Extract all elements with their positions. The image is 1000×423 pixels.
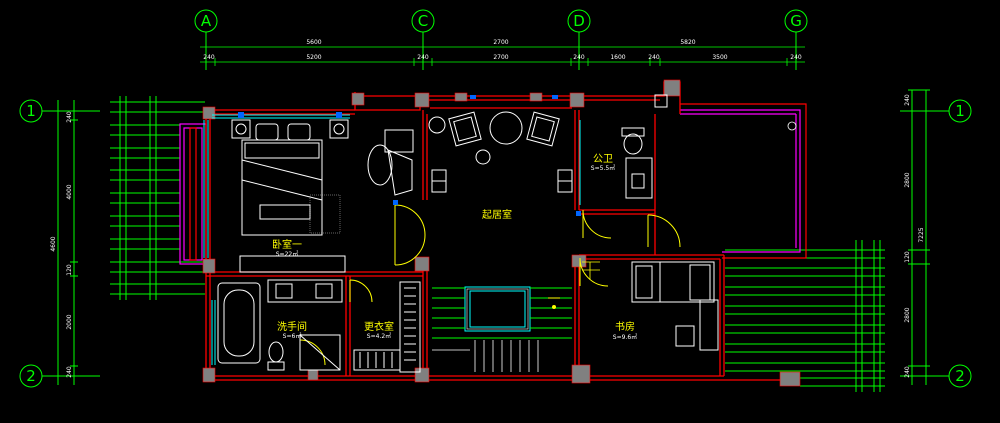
bedroom-rug-hatch [309,194,341,234]
dim-left-1: 240 [66,111,73,123]
dim-left-4: 120 [66,264,73,276]
staircase [432,287,572,339]
tv-cabinet [239,255,346,273]
bath-sink [625,157,653,199]
axis-label-1-left: 1 [26,102,36,120]
dim-top-inner-3: 240 [417,54,429,61]
dimension-lines-top [200,43,805,66]
dim-left-3: 4600 [50,236,57,251]
study-desk [675,299,719,351]
desk-chair-bedroom [367,129,414,196]
room-label-bath: 公卫 [593,154,613,165]
room-label-living: 起居室 [482,208,512,221]
pergola-left [110,96,205,300]
dim-right-3: 7225 [918,227,925,242]
dim-right-4: 120 [904,251,911,263]
room-label-washroom: 洗手间 [277,320,307,333]
room-area-study: S=9.6㎡ [613,333,637,341]
closet-wardrobe [353,281,421,373]
room-area-closet: S=4.2㎡ [367,332,391,340]
stair-arrow-dot [552,305,556,309]
room-label-study: 书房 [615,320,635,333]
structural-columns [202,79,801,387]
living-armchairs [428,111,560,165]
dim-left-5: 2000 [66,314,73,329]
dim-top-inner-2: 5200 [306,54,321,61]
dim-top-outer-2: 2700 [493,39,508,46]
bathtub [217,282,261,364]
stair-treads [432,340,539,372]
dim-right-5: 2800 [904,307,911,322]
dim-top-outer-3: 5820 [680,39,695,46]
room-label-closet: 更衣室 [364,320,394,333]
dim-right-1: 240 [904,94,911,106]
dim-top-outer-1: 5600 [306,39,321,46]
dim-left-2: 4000 [66,184,73,199]
shower-enclosure [299,334,341,371]
study-bed [631,261,715,303]
floor-drain [787,121,797,131]
dim-top-inner-8: 3500 [712,54,727,61]
skylight-frame [466,288,529,330]
axis-label-c: C [418,12,428,30]
dim-top-inner-5: 240 [573,54,585,61]
room-area-bedroom: S=22㎡ [276,250,298,258]
axis-label-2-left: 2 [26,367,36,385]
dim-top-inner-6: 1600 [610,54,625,61]
right-balcony-railing [680,103,807,259]
washroom-toilet [267,341,285,371]
doors [299,204,681,366]
bath-toilet [621,127,645,155]
axis-label-d: D [573,12,585,30]
living-side-items [431,169,573,193]
axis-label-g: G [790,12,802,30]
bedside-tables [231,119,349,139]
dim-top-inner-1: 240 [203,54,215,61]
room-area-bath: S=5.5㎡ [591,164,615,172]
left-balcony-railing [179,123,207,265]
axis-label-a: A [201,12,212,30]
bed [241,123,323,236]
axis-label-1-right: 1 [955,102,965,120]
room-area-washroom: S=6㎡ [283,332,302,340]
axis-label-2-right: 2 [955,367,965,385]
outlet-markers [238,95,581,216]
dim-top-inner-7: 240 [648,54,660,61]
room-label-bedroom: 卧室一 [272,238,302,251]
dim-right-6: 240 [904,366,911,378]
axis-markers-side [19,89,972,388]
dim-top-inner-9: 240 [790,54,802,61]
washbasins [267,279,343,303]
dim-right-2: 2800 [904,172,911,187]
dim-left-6: 240 [66,366,73,378]
dim-top-inner-4: 2700 [493,54,508,61]
windows [203,114,581,365]
pergola-right [725,240,885,392]
bath-vent [654,94,668,108]
study-shelf [582,261,600,280]
